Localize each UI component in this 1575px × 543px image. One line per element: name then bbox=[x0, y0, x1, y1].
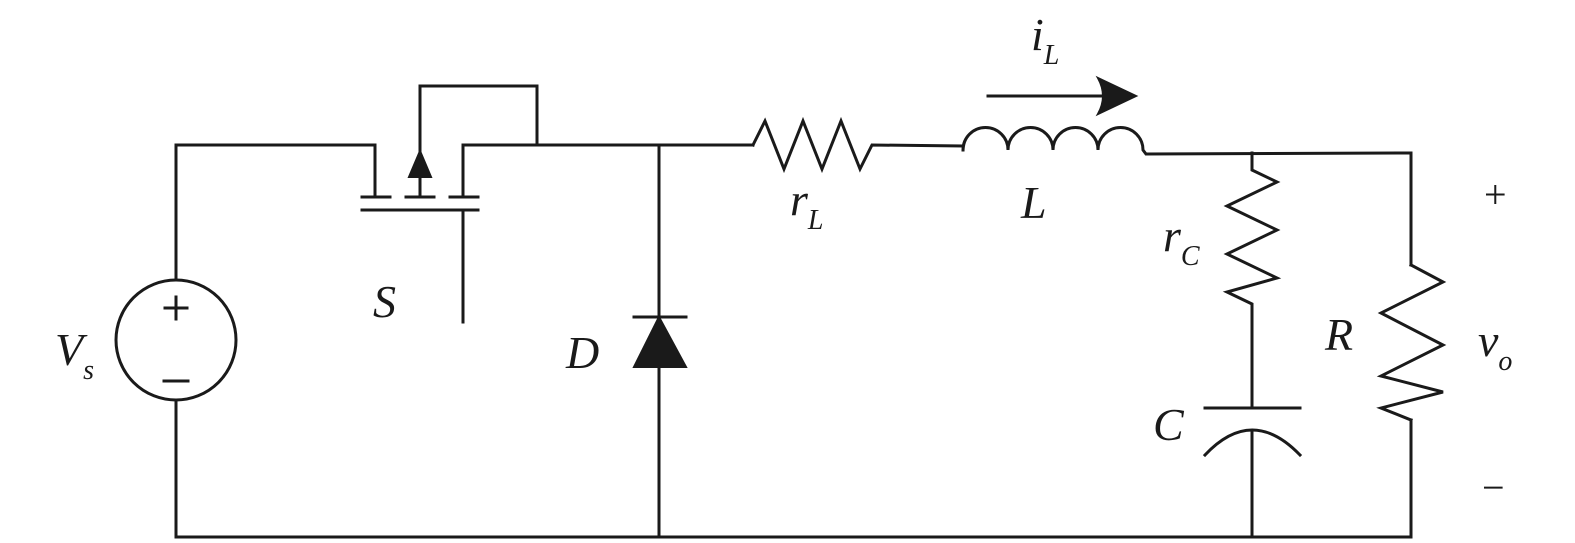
label-c: C bbox=[1153, 399, 1184, 450]
output-minus: − bbox=[1482, 465, 1505, 510]
label-rl: rL bbox=[790, 174, 824, 236]
inductor bbox=[961, 126, 1413, 267]
wire-top-left bbox=[174, 143, 377, 282]
resistor-load bbox=[1376, 262, 1447, 422]
resistor-rl bbox=[750, 116, 965, 174]
capacitor bbox=[1202, 406, 1303, 539]
label-s: S bbox=[373, 276, 396, 327]
label-l: L bbox=[1021, 177, 1047, 228]
label-d: D bbox=[566, 327, 600, 378]
resistor-rc bbox=[1222, 151, 1282, 410]
label-rc: rC bbox=[1163, 210, 1200, 272]
label-il: iL bbox=[1031, 9, 1060, 71]
label-r: R bbox=[1325, 309, 1354, 360]
mosfet-switch bbox=[360, 84, 755, 324]
wire-bottom bbox=[174, 398, 1413, 539]
output-plus: + bbox=[1484, 172, 1507, 217]
voltage-source-circle bbox=[114, 278, 238, 402]
current-arrow bbox=[986, 75, 1139, 117]
label-vo: vo bbox=[1478, 315, 1513, 377]
source-plus-sign bbox=[163, 295, 189, 321]
label-vs: Vs bbox=[55, 324, 95, 386]
diode bbox=[632, 143, 688, 539]
